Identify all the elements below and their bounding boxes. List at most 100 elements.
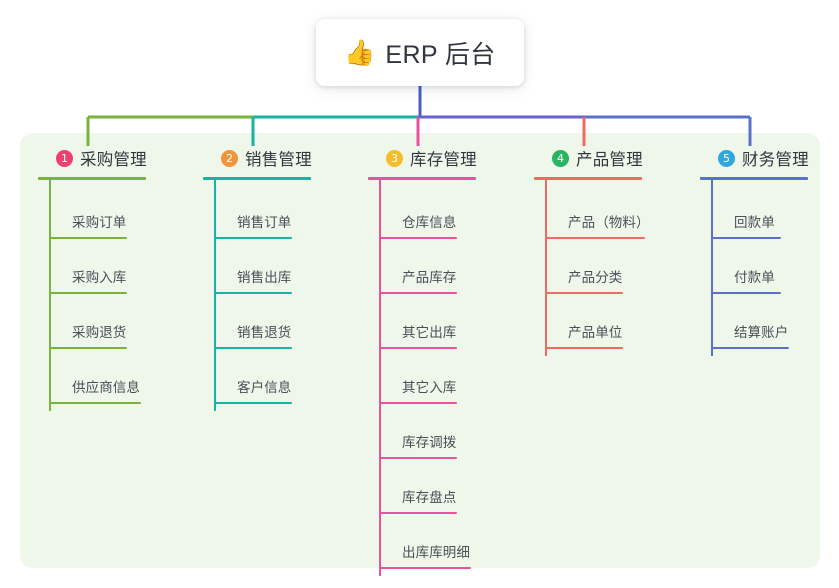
branch-column-库存管理: 3 库存管理仓库信息产品库存其它出库其它入库库存调拨库存盘点出库库明细	[368, 146, 477, 576]
leaf-item-underline	[214, 347, 292, 349]
branch-spine	[49, 179, 51, 411]
branch-header-库存管理[interactable]: 3 库存管理	[368, 146, 477, 170]
leaf-item[interactable]: 采购退货	[38, 294, 147, 349]
leaf-item-underline	[49, 347, 127, 349]
leaf-item[interactable]: 回款单	[700, 184, 809, 239]
leaf-item[interactable]: 仓库信息	[368, 184, 477, 239]
leaf-item-label: 产品库存	[402, 270, 457, 285]
branch-leaf-list: 仓库信息产品库存其它出库其它入库库存调拨库存盘点出库库明细	[368, 184, 477, 569]
leaf-item-label: 仓库信息	[402, 215, 457, 230]
leaf-item-label: 销售出库	[237, 270, 292, 285]
branch-spine	[545, 179, 547, 356]
branch-leaf-list: 产品（物料） 产品分类产品单位	[534, 184, 650, 349]
leaf-item[interactable]: 出库库明细	[368, 514, 477, 569]
leaf-item-label: 库存盘点	[402, 490, 457, 505]
leaf-item-underline	[711, 347, 789, 349]
branch-header-财务管理[interactable]: 5 财务管理	[700, 146, 809, 170]
leaf-item[interactable]: 销售退货	[203, 294, 312, 349]
branch-leaf-list: 销售订单销售出库销售退货客户信息	[203, 184, 312, 404]
leaf-item-label: 回款单	[734, 215, 775, 230]
branch-number-badge: 3	[386, 149, 403, 167]
leaf-item-underline	[49, 292, 127, 294]
branch-column-销售管理: 2 销售管理销售订单销售出库销售退货客户信息	[203, 146, 312, 411]
leaf-item[interactable]: 采购订单	[38, 184, 147, 239]
leaf-item-label: 产品（物料）	[568, 215, 650, 230]
leaf-item-label: 采购订单	[72, 215, 127, 230]
leaf-item-underline	[214, 402, 292, 404]
leaf-item[interactable]: 产品单位	[534, 294, 643, 349]
branch-column-采购管理: 1 采购管理采购订单采购入库采购退货供应商信息	[38, 146, 147, 411]
leaf-item[interactable]: 其它入库	[368, 349, 477, 404]
branch-header-underline	[534, 177, 642, 180]
leaf-item-label: 结算账户	[734, 325, 789, 340]
branch-title-label: 库存管理	[410, 151, 477, 169]
branch-header-采购管理[interactable]: 1 采购管理	[38, 146, 147, 170]
leaf-item[interactable]: 销售出库	[203, 239, 312, 294]
leaf-item[interactable]: 客户信息	[203, 349, 312, 404]
root-node-label: ERP 后台	[385, 40, 496, 69]
leaf-item-label: 销售退货	[237, 325, 292, 340]
leaf-item-underline	[545, 237, 645, 239]
leaf-item[interactable]: 结算账户	[700, 294, 809, 349]
leaf-item-underline	[711, 237, 781, 239]
branch-title-label: 采购管理	[80, 151, 147, 169]
branch-number-badge: 2	[221, 149, 238, 167]
leaf-item-underline	[545, 292, 623, 294]
leaf-item-underline	[711, 292, 781, 294]
leaf-item[interactable]: 库存盘点	[368, 459, 477, 514]
leaf-item-label: 采购退货	[72, 325, 127, 340]
branch-header-销售管理[interactable]: 2 销售管理	[203, 146, 312, 170]
leaf-item[interactable]: 库存调拨	[368, 404, 477, 459]
branch-leaf-list: 采购订单采购入库采购退货供应商信息	[38, 184, 147, 404]
branch-number-badge: 1	[56, 149, 73, 167]
leaf-item-label: 客户信息	[237, 380, 292, 395]
leaf-item[interactable]: 采购入库	[38, 239, 147, 294]
branch-header-underline	[700, 177, 808, 180]
leaf-item-label: 其它出库	[402, 325, 457, 340]
branch-spine	[379, 179, 381, 576]
leaf-item-underline	[379, 457, 457, 459]
leaf-item[interactable]: 产品（物料）	[534, 184, 650, 239]
thumbs-up-icon: 👍	[344, 38, 376, 67]
branch-header-underline	[368, 177, 476, 180]
leaf-item-underline	[379, 402, 457, 404]
leaf-item-underline	[379, 567, 471, 569]
branch-leaf-list: 回款单付款单结算账户	[700, 184, 809, 349]
branch-number-badge: 5	[718, 149, 735, 167]
leaf-item-underline	[379, 292, 457, 294]
leaf-item-underline	[214, 237, 292, 239]
leaf-item-underline	[49, 402, 141, 404]
leaf-item-label: 销售订单	[237, 215, 292, 230]
branch-title-label: 财务管理	[742, 151, 809, 169]
branch-number-badge: 4	[552, 149, 569, 167]
leaf-item-underline	[379, 347, 457, 349]
branch-spine	[711, 179, 713, 356]
leaf-item-label: 产品单位	[568, 325, 623, 340]
branch-column-财务管理: 5 财务管理回款单付款单结算账户	[700, 146, 809, 356]
branch-header-underline	[38, 177, 146, 180]
branch-spine	[214, 179, 216, 411]
branch-header-underline	[203, 177, 311, 180]
leaf-item[interactable]: 销售订单	[203, 184, 312, 239]
leaf-item[interactable]: 其它出库	[368, 294, 477, 349]
root-node[interactable]: 👍 ERP 后台	[316, 19, 524, 86]
leaf-item-underline	[379, 512, 457, 514]
leaf-item-label: 出库库明细	[402, 545, 470, 560]
leaf-item[interactable]: 供应商信息	[38, 349, 147, 404]
leaf-item-underline	[49, 237, 127, 239]
leaf-item-label: 其它入库	[402, 380, 457, 395]
leaf-item-underline	[214, 292, 292, 294]
leaf-item-label: 采购入库	[72, 270, 127, 285]
leaf-item[interactable]: 产品库存	[368, 239, 477, 294]
leaf-item[interactable]: 产品分类	[534, 239, 643, 294]
leaf-item-label: 供应商信息	[72, 380, 140, 395]
leaf-item[interactable]: 付款单	[700, 239, 809, 294]
branch-title-label: 销售管理	[245, 151, 312, 169]
leaf-item-label: 产品分类	[568, 270, 623, 285]
leaf-item-label: 库存调拨	[402, 435, 457, 450]
leaf-item-label: 付款单	[734, 270, 775, 285]
